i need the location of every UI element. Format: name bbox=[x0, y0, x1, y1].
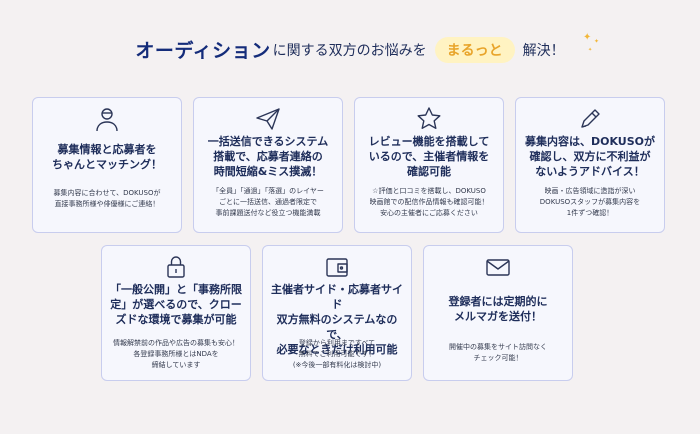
card-desc: 登録から利用まですべて 無料でご利用可能です！ (※今後一部有料化は検討中) bbox=[292, 339, 382, 369]
heading-main: オーディション bbox=[135, 40, 271, 62]
card-desc: 映画・広告領域に造詣が深い DOKUSOスタッフが募集内容を 1件ずつ確認！ bbox=[539, 187, 641, 217]
feature-card-matching: 募集情報と応募者を ちゃんとマッチング！ 募集内容に合わせて、DOKUSOが 直… bbox=[32, 97, 182, 233]
heading-end: 解決！ bbox=[522, 42, 565, 59]
card-title: 登録者には定期的に メルマガを送付！ bbox=[448, 295, 548, 323]
card-title: 「一般公開」と「事務所限 定」が選べるので、クロー ズドな環境で募集が可能 bbox=[110, 283, 242, 326]
feature-card-review: レビュー機能を搭載して いるので、主催者情報を 確認可能 ☆評価と口コミを搭載し… bbox=[354, 97, 504, 233]
feature-card-newsletter: 登録者には定期的に メルマガを送付！ 開催中の募集をサイト訪問なく チェック可能… bbox=[423, 245, 573, 381]
mail-icon bbox=[424, 254, 572, 280]
feature-card-bulk-send: 一括送信できるシステム 搭載で、応募者連絡の 時間短縮&ミス撲滅！ 「全員」「通… bbox=[193, 97, 343, 233]
sparkle-icon: ✦ bbox=[594, 38, 600, 45]
sparkle-icon: ✦ bbox=[588, 47, 593, 53]
user-icon bbox=[33, 106, 181, 132]
pen-icon bbox=[516, 106, 664, 132]
feature-card-visibility: 「一般公開」と「事務所限 定」が選べるので、クロー ズドな環境で募集が可能 情報… bbox=[101, 245, 251, 381]
card-title: 主催者サイド・応募者サイド 双方無料のシステムなので、 必要なときだけ利用可能 bbox=[271, 283, 403, 356]
card-title: 募集内容は、DOKUSOが 確認し、双方に不利益が ないようアドバイス！ bbox=[524, 135, 656, 178]
card-desc: 情報解禁前の作品や広告の募集も安心！ 各登録事務所様とはNDAを 締結しています bbox=[113, 339, 239, 369]
paper-plane-icon bbox=[194, 106, 342, 132]
card-desc: 「全員」「通過」「落選」のレイヤー ごとに一括送信、通過者限定で 事前課題送付な… bbox=[212, 187, 324, 217]
card-desc: 開催中の募集をサイト訪問なく チェック可能！ bbox=[449, 343, 547, 362]
heading-sub: に関する双方のお悩みを bbox=[272, 42, 427, 59]
star-icon bbox=[355, 106, 503, 132]
heading-highlight: まるっと bbox=[434, 36, 515, 63]
card-desc: ☆評価と口コミを搭載し、DOKUSO 映画館での配信作品情報も確認可能！ 安心の… bbox=[369, 187, 489, 217]
feature-card-free: 主催者サイド・応募者サイド 双方無料のシステムなので、 必要なときだけ利用可能 … bbox=[262, 245, 412, 381]
lock-icon bbox=[102, 254, 250, 280]
card-title: 募集情報と応募者を ちゃんとマッチング！ bbox=[52, 143, 162, 171]
sparkle-icon: ✦ bbox=[583, 32, 592, 43]
card-title: レビュー機能を搭載して いるので、主催者情報を 確認可能 bbox=[368, 135, 490, 178]
wallet-icon bbox=[263, 254, 411, 280]
card-title: 一括送信できるシステム 搭載で、応募者連絡の 時間短縮&ミス撲滅！ bbox=[207, 135, 329, 178]
card-desc: 募集内容に合わせて、DOKUSOが 直接事務所様や俳優様にご連絡！ bbox=[53, 189, 161, 208]
feature-card-advice: 募集内容は、DOKUSOが 確認し、双方に不利益が ないようアドバイス！ 映画・… bbox=[515, 97, 665, 233]
section-heading: オーディション に関する双方のお悩みを まるっと 解決！ bbox=[0, 36, 700, 63]
